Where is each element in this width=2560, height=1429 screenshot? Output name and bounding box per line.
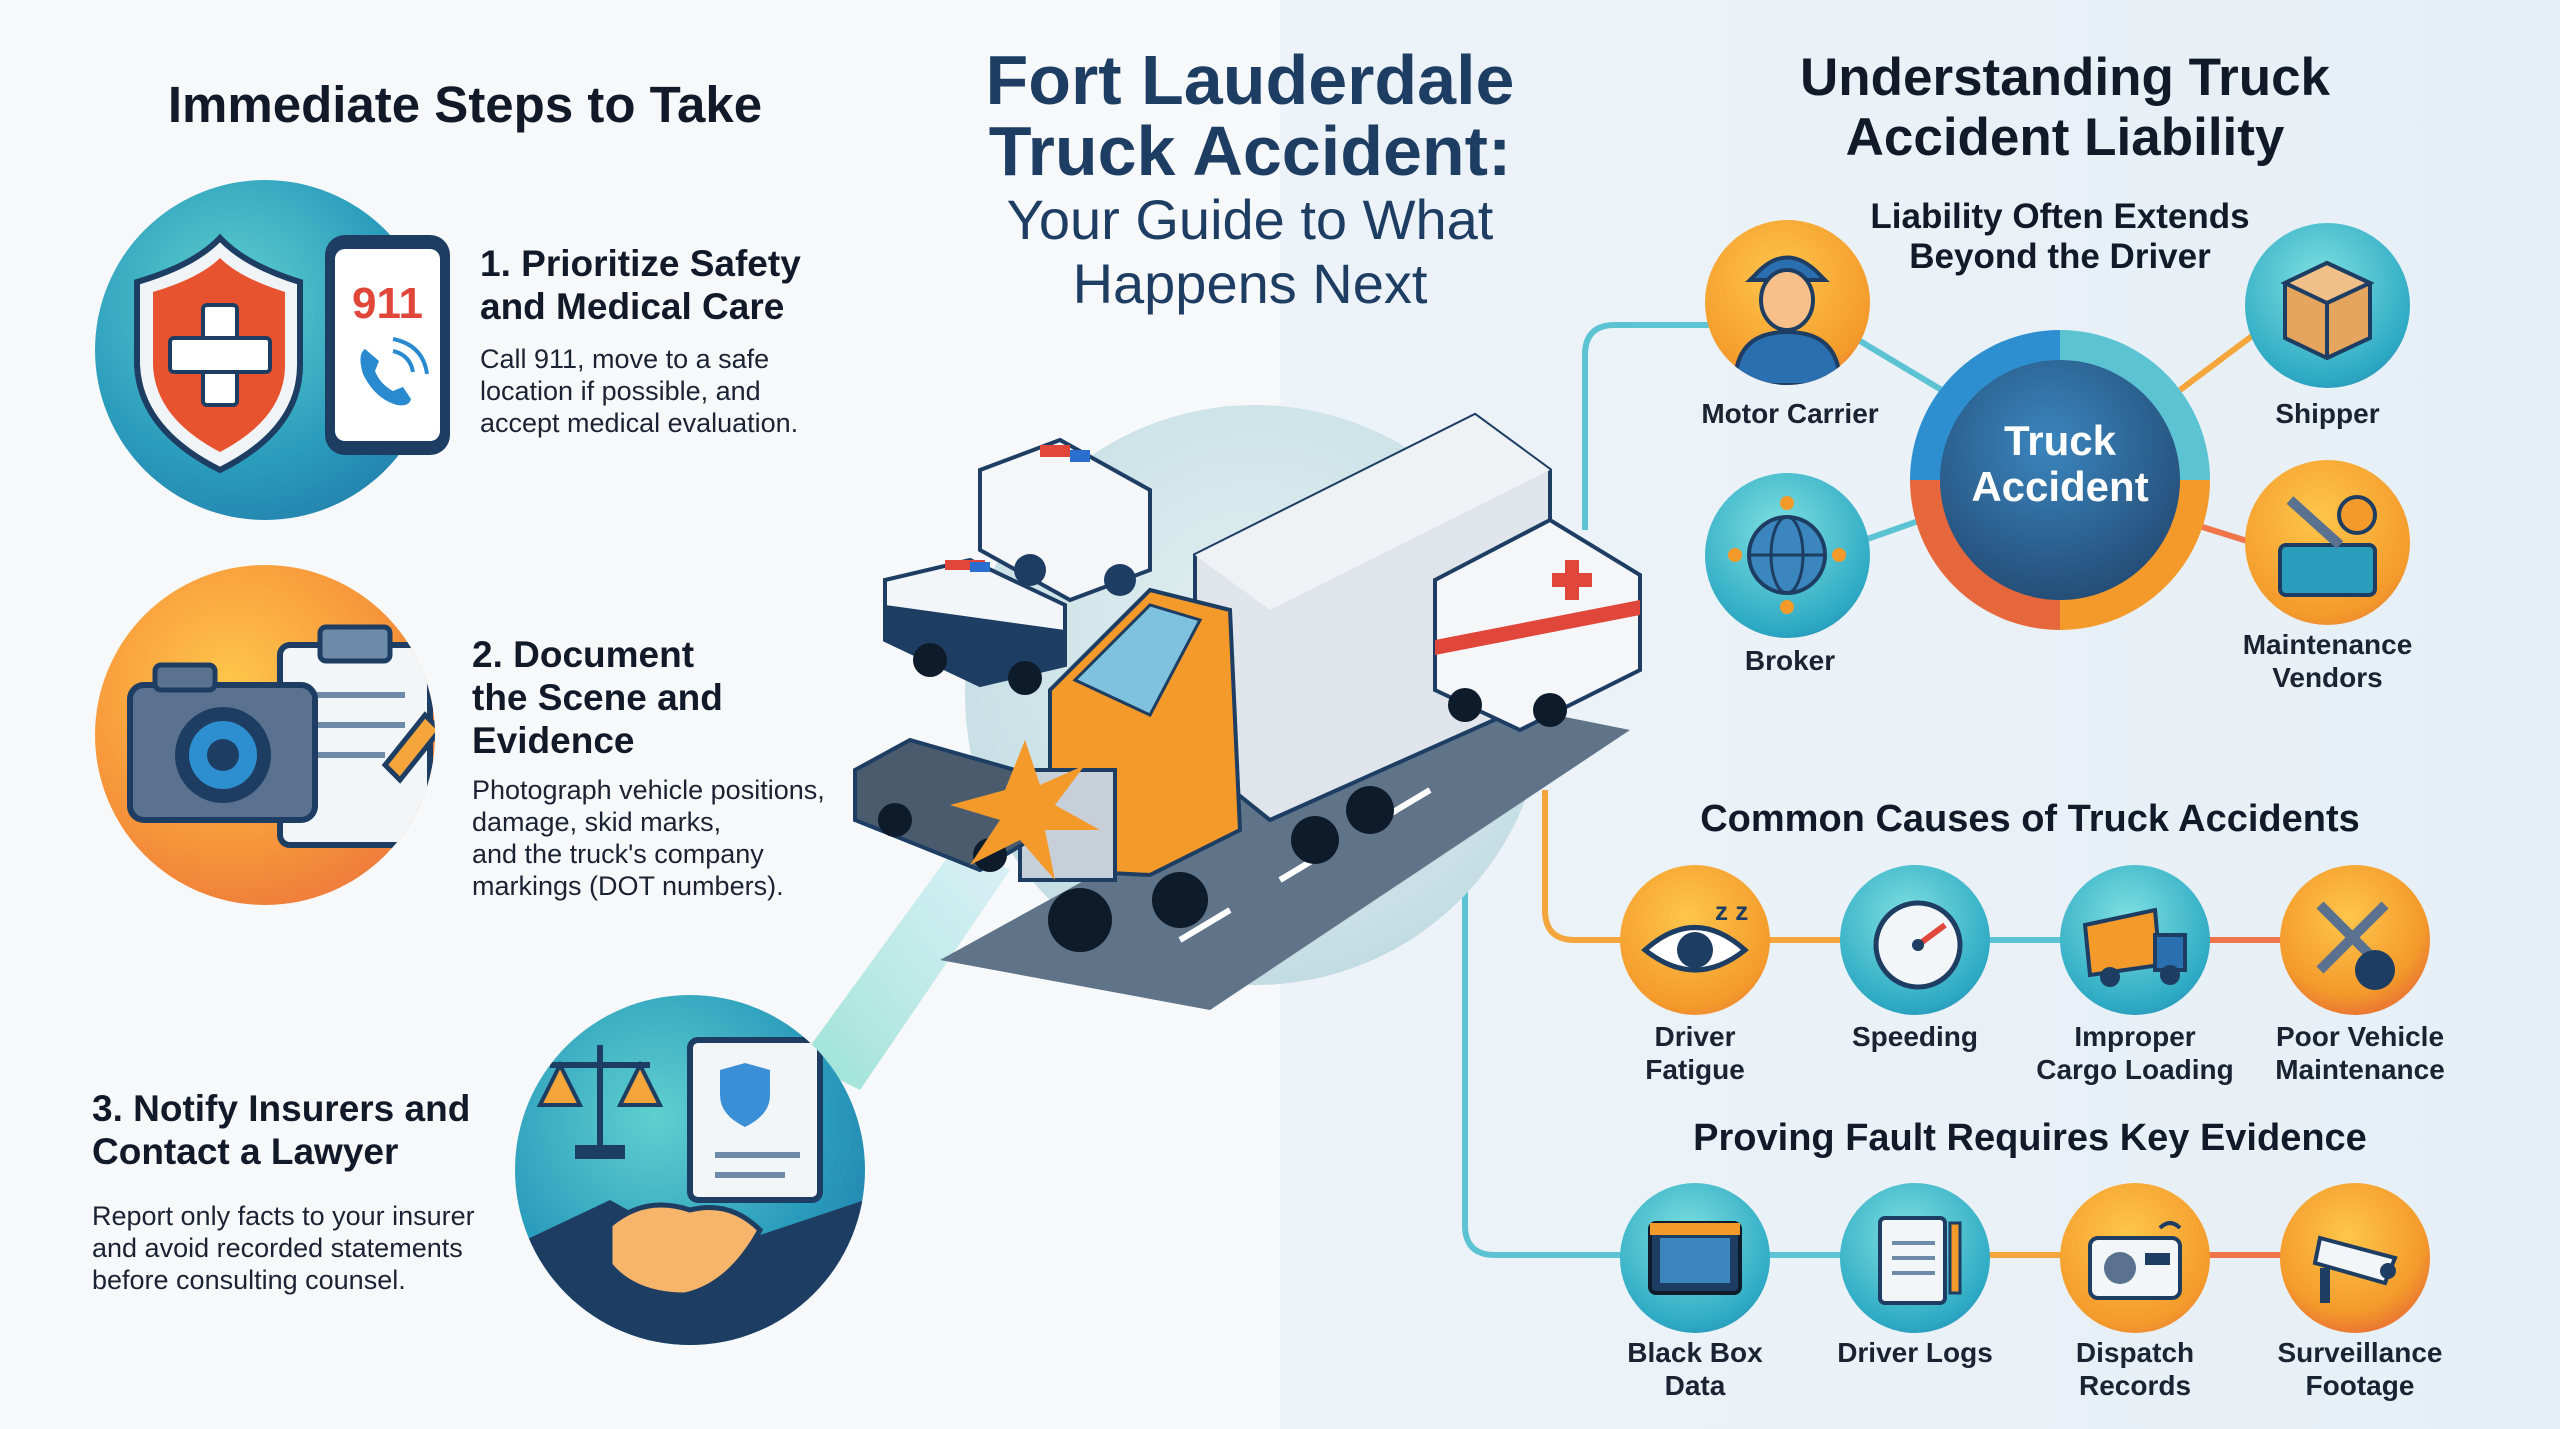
liability-heading-line2: Accident Liability <box>1845 108 2285 167</box>
step-3-body-line2: and avoid recorded statements <box>92 1233 463 1263</box>
step-3-body-line3: before consulting counsel. <box>92 1265 406 1295</box>
title-line3: Your Guide to What <box>1006 188 1494 251</box>
evidence-1-line2: Data <box>1664 1370 1726 1401</box>
step-2-body-line1: Photograph vehicle positions, <box>472 775 825 805</box>
police-car-icon <box>883 557 1067 695</box>
step-3-title-line1: 3. Notify Insurers and <box>92 1088 471 1129</box>
step-2-title-line1: 2. Document <box>472 634 695 675</box>
globe-network-icon <box>1728 496 1846 614</box>
cause-1-line2: Fatigue <box>1645 1054 1745 1085</box>
evidence-heading: Proving Fault Requires Key Evidence <box>1693 1117 2367 1159</box>
evidence-2-line1: Driver Logs <box>1837 1337 1993 1368</box>
emergency-number: 911 <box>352 279 423 328</box>
surveillance-footage-icon <box>2280 1183 2430 1333</box>
step-1-body-line2: location if possible, and <box>480 376 761 406</box>
title-line2: Truck Accident: <box>988 112 1512 190</box>
truck-accident-hub: Truck Accident <box>1910 330 2210 630</box>
step-1-title-line2: and Medical Care <box>480 286 785 327</box>
toolbox-icon <box>2278 495 2377 597</box>
truck-cab-icon <box>1018 587 1394 952</box>
liability-subheading-line1: Liability Often Extends <box>1870 197 2250 236</box>
hub-label-line1: Truck <box>2003 417 2117 464</box>
road <box>940 690 1630 1010</box>
evidence-dispatch-label: Dispatch Records <box>2035 1336 2235 1402</box>
speedometer-icon <box>1873 900 1963 990</box>
maintenance-vendors-label: Maintenance Vendors <box>2200 628 2455 694</box>
logbook-icon <box>1878 1216 1962 1305</box>
evidence-4-line1: Surveillance <box>2277 1337 2443 1368</box>
broker-label: Broker <box>1744 645 1836 676</box>
liability-subheading-line2: Beyond the Driver <box>1909 237 2211 276</box>
evidence-surveillance-label: Surveillance Footage <box>2250 1336 2470 1402</box>
liability-subheading: Liability Often Extends Beyond the Drive… <box>1760 197 2360 277</box>
step-2-body-line4: markings (DOT numbers). <box>472 871 784 901</box>
driver-fatigue-icon: z z <box>1620 865 1770 1015</box>
evidence-driver-logs-label: Driver Logs <box>1815 1336 2015 1369</box>
cause-speeding-label: Speeding <box>1820 1020 2010 1053</box>
tilted-truck-icon <box>2082 907 2187 987</box>
liability-heading-line1: Understanding Truck <box>1799 48 2331 107</box>
cause-1-line1: Driver <box>1654 1021 1736 1052</box>
evidence-3-line2: Records <box>2078 1370 2192 1401</box>
cause-2-line1: Speeding <box>1851 1021 1978 1052</box>
dispatch-records-icon <box>2060 1183 2210 1333</box>
ambulance-icon <box>1433 517 1642 733</box>
maintenance-vendors-icon <box>2245 460 2410 625</box>
cause-4-line2: Maintenance <box>2275 1054 2445 1085</box>
step-2-title-line2: the Scene and <box>472 677 723 718</box>
liability-heading: Understanding Truck Accident Liability <box>1700 48 2430 168</box>
hub-label-line2: Accident <box>1971 463 2149 510</box>
cause-maintenance-label: Poor Vehicle Maintenance <box>2245 1020 2475 1086</box>
sleepy-eye-icon: z z <box>1641 896 1749 973</box>
motor-carrier-icon <box>1705 220 1870 385</box>
svg-text:z z: z z <box>1715 896 1748 926</box>
step-2-body-line2: damage, skid marks, <box>472 807 722 837</box>
cause-3-line2: Cargo Loading <box>2036 1054 2234 1085</box>
phone-icon: 911 <box>325 235 450 455</box>
title-block: Fort Lauderdale Truck Accident: Your Gui… <box>900 45 1600 315</box>
insurance-lawyer-icon <box>515 995 865 1345</box>
speeding-icon <box>1840 865 1990 1015</box>
cause-4-line1: Poor Vehicle <box>2275 1021 2445 1052</box>
maintenance-vendors-label-line1: Maintenance <box>2242 629 2413 660</box>
data-screen-icon <box>1648 1221 1742 1295</box>
improper-cargo-loading-icon <box>2060 865 2210 1015</box>
driver-logs-icon <box>1840 1183 1990 1333</box>
shipper-label: Shipper <box>2275 398 2380 429</box>
motor-carrier-label: Motor Carrier <box>1701 398 1879 429</box>
broker-icon <box>1705 473 1870 638</box>
evidence-4-line2: Footage <box>2305 1370 2415 1401</box>
maintenance-vendors-label-line2: Vendors <box>2272 662 2383 693</box>
call-icon <box>360 337 429 406</box>
step-3-title-line2: Contact a Lawyer <box>92 1131 399 1172</box>
shipper-icon <box>2245 223 2410 388</box>
black-box-data-icon <box>1620 1183 1770 1333</box>
title-line4: Happens Next <box>1072 252 1428 315</box>
immediate-steps-heading: Immediate Steps to Take <box>167 76 763 133</box>
wrench-tire-icon <box>2316 901 2395 990</box>
cause-driver-fatigue-label: Driver Fatigue <box>1600 1020 1790 1086</box>
security-camera-icon <box>2312 1235 2398 1303</box>
step-2-title-line3: Evidence <box>472 720 635 761</box>
evidence-black-box-label: Black Box Data <box>1600 1336 1790 1402</box>
step-1-body-line1: Call 911, move to a safe <box>480 344 770 374</box>
cause-3-line1: Improper <box>2074 1021 2196 1052</box>
step-1-title-line1: 1. Prioritize Safety <box>480 243 801 284</box>
step-2-body-line3: and the truck's company <box>472 839 764 869</box>
title-line1: Fort Lauderdale <box>985 41 1515 119</box>
evidence-3-line1: Dispatch <box>2075 1337 2195 1368</box>
evidence-1-line1: Black Box <box>1627 1337 1763 1368</box>
accident-scene-illustration: POLICE <box>853 412 1642 1010</box>
step-1-body-line3: accept medical evaluation. <box>480 408 799 438</box>
step-3-body-line1: Report only facts to your insurer <box>92 1201 475 1231</box>
cause-cargo-label: Improper Cargo Loading <box>2020 1020 2250 1086</box>
causes-heading: Common Causes of Truck Accidents <box>1700 798 2360 840</box>
radio-icon <box>2088 1221 2182 1300</box>
ambulance-van-icon <box>978 437 1152 603</box>
document-scene-icon <box>95 565 435 905</box>
poor-vehicle-maintenance-icon <box>2280 865 2430 1015</box>
